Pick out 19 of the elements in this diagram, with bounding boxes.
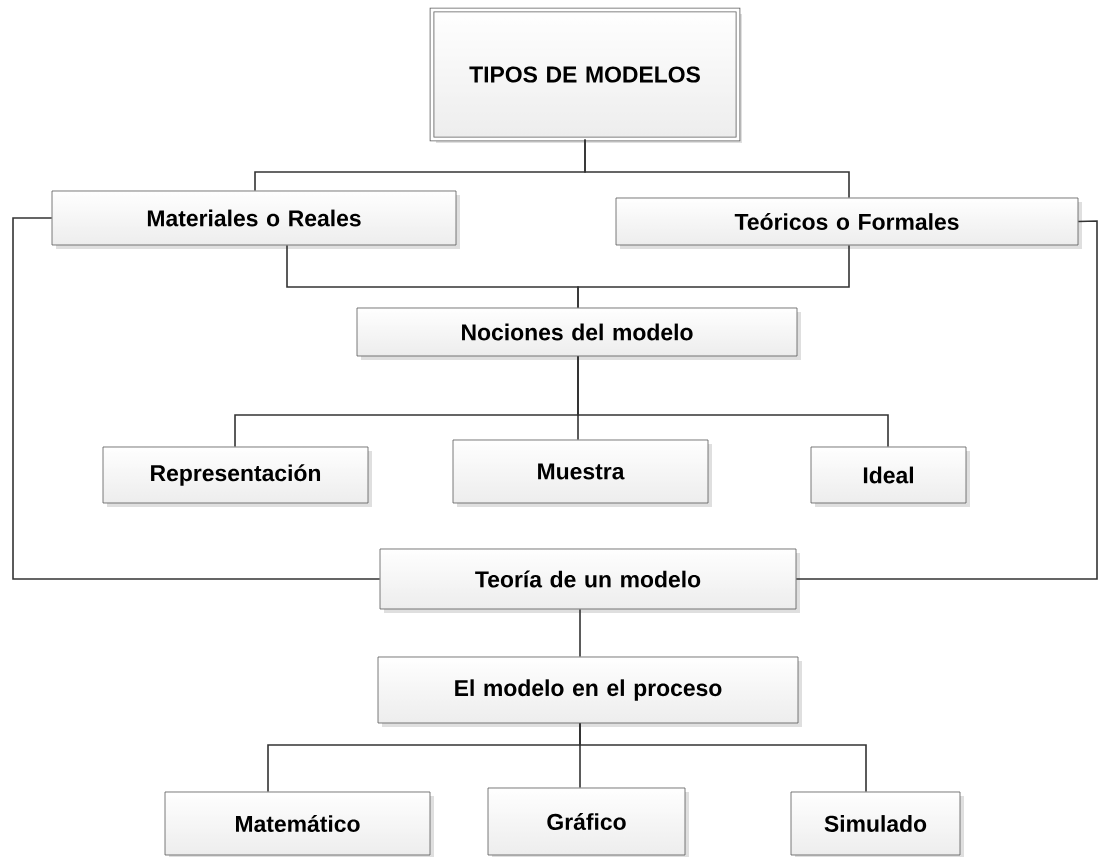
category-box: Muestra [452,439,712,507]
category-box: Teóricos o Formales [615,197,1082,249]
category-box: Ideal [810,446,970,507]
connector [579,608,581,658]
category-box: Representación [102,446,372,507]
connector [577,355,889,448]
connector [12,217,381,580]
category-box: Materiales o Reales [51,190,460,249]
category-box: Gráfico [487,787,689,857]
connector [795,220,1098,580]
category-box: Teoría de un modelo [379,548,800,613]
connector [584,138,850,199]
connector [577,244,850,309]
category-box: Matemático [164,791,434,857]
connector [579,722,867,793]
category-box: Simulado [790,791,964,857]
title-box: TIPOS DE MODELOS [429,7,742,143]
category-box: El modelo en el proceso [377,656,802,727]
category-box: Nociones del modelo [356,307,801,360]
